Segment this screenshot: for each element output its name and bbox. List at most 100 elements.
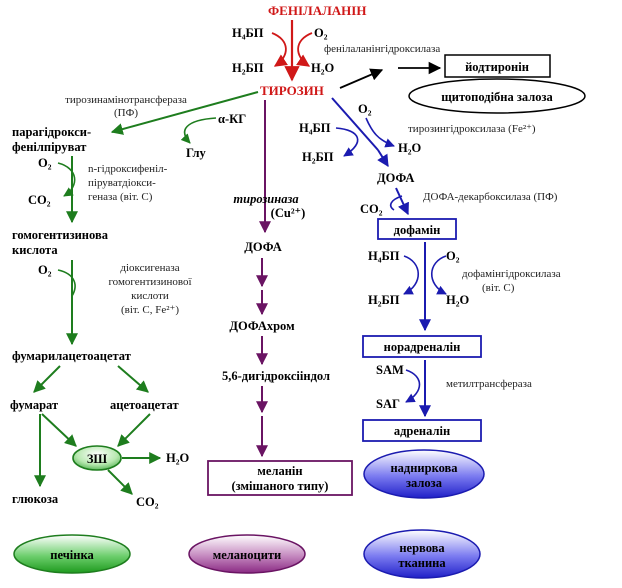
noradrenaline-label: норадреналін — [384, 340, 461, 354]
fumarylacetoacetate-label: фумарилацетоацетат — [12, 349, 131, 363]
dopamine-box — [377, 218, 457, 240]
melanocytes-oval — [188, 534, 306, 574]
phenylalanine-label: ФЕНІЛАЛАНІН — [268, 3, 366, 18]
to-iodothyronine-arrow — [339, 68, 384, 89]
adrenaline-label: адреналін — [394, 424, 450, 438]
right-co2: СО₂ — [360, 202, 383, 216]
dihydroxyindole-label: 5,6-дигідроксііндол — [222, 369, 330, 383]
glucose-label: глюкоза — [12, 492, 59, 506]
adrenal-oval — [363, 449, 485, 499]
right-co2-curve — [389, 195, 403, 211]
right-sam-curve — [405, 369, 421, 403]
right-sam: SAM — [376, 363, 404, 377]
adrenal-l2: залоза — [406, 476, 443, 490]
php-l2: фенілпіруват — [12, 140, 86, 154]
melanin-box — [207, 460, 353, 496]
dopamine-label: дофамін — [394, 223, 441, 237]
hga-l2: кислота — [12, 243, 58, 257]
melanocytes-label: меланоцити — [213, 548, 282, 562]
tyrosine-label: ТИРОЗИН — [260, 83, 324, 98]
hga-l1: гомогентизинова — [12, 228, 109, 242]
left-enzyme2-l3: геназа (віт. С) — [88, 191, 153, 203]
right-enzyme3-l2: (віт. С) — [482, 282, 515, 294]
left-o2b: О₂ — [38, 263, 52, 277]
tca-to-co2-arrow — [107, 469, 133, 495]
left-akg: α-КГ — [218, 112, 246, 126]
php-l1: парагідрокси- — [12, 125, 91, 139]
right-dopa: ДОФА — [377, 171, 414, 185]
top-h2bp: Н₂БП — [232, 61, 264, 75]
to-acetoacetate-arrow — [117, 365, 149, 393]
acetoacetate-to-tca-arrow — [117, 413, 151, 447]
right-enzyme3-l1: дофамінгідроксилаза — [462, 268, 561, 280]
left-enzyme3-l3: кислоти — [131, 290, 169, 302]
left-enzyme1-l2: (ПФ) — [114, 107, 138, 119]
right-h4bp: Н₄БП — [299, 121, 331, 135]
iodothyronine-box — [444, 54, 551, 78]
left-enzyme3-l1: діоксигеназа — [120, 262, 179, 274]
tca-label: ЗШ — [87, 452, 108, 466]
mid-dopa: ДОФА — [244, 240, 281, 254]
left-enzyme2-l1: n-гідроксифеніл- — [88, 163, 168, 175]
left-main-diag-arrow — [110, 91, 259, 135]
nervous-l1: нервова — [399, 541, 445, 555]
left-co2: СО₂ — [28, 193, 51, 207]
right-cofactor-curve-2 — [365, 117, 395, 148]
liver-oval — [13, 534, 131, 574]
left-glu: Глу — [186, 146, 207, 160]
to-fumarate-arrow — [33, 365, 61, 393]
liver-label: печінка — [50, 548, 94, 562]
left-o2b-curve — [57, 269, 76, 297]
left-enzyme3-l2: гомогентизинової — [108, 276, 192, 288]
melanin-l1: меланін — [257, 464, 302, 478]
tca-h2o: Н₂О — [166, 451, 189, 465]
dopachrome-label: ДОФАхром — [229, 319, 295, 333]
iodothyronine-label: йодтиронін — [465, 60, 529, 74]
thyroid-label: щитоподібна залоза — [441, 90, 553, 104]
top-o2: О₂ — [314, 26, 328, 40]
right-o2: О₂ — [358, 102, 372, 116]
nervous-oval — [363, 529, 481, 579]
right-enzyme2: ДОФА-декарбоксилаза (ПФ) — [423, 191, 558, 203]
right-h2bp2: Н₂БП — [368, 293, 400, 307]
acetoacetate-label: ацетоацетат — [110, 398, 179, 412]
right-h2bp: Н₂БП — [302, 150, 334, 164]
top-cofactor-curve-right — [296, 32, 313, 67]
right-h4bp2: Н₄БП — [368, 249, 400, 263]
tca-oval — [72, 445, 122, 471]
left-o2: О₂ — [38, 156, 52, 170]
right-arrow-2 — [395, 187, 409, 216]
right-enzyme4: метилтрансфераза — [446, 378, 532, 390]
fumarate-label: фумарат — [10, 398, 58, 412]
right-cofactor-curve-4 — [430, 255, 447, 295]
right-enzyme1: тирозингідроксилаза (Fe²⁺) — [408, 123, 536, 135]
top-enzyme: фенілаланінгідроксилаза — [324, 43, 440, 55]
top-h2o: Н₂О — [311, 61, 334, 75]
nervous-l2: тканина — [398, 556, 446, 570]
right-cofactor-curve-1 — [335, 127, 359, 157]
right-o2b: О₂ — [446, 249, 460, 263]
left-o2-curve — [57, 162, 76, 197]
right-cofactor-curve-3 — [403, 255, 420, 295]
left-enzyme1-l1: тирозинамінотрансфераза — [65, 94, 187, 106]
left-enzyme2-l2: піруватдіокси- — [88, 177, 156, 189]
right-h2o2: Н₂О — [446, 293, 469, 307]
top-cofactor-curve-left — [271, 32, 288, 67]
tca-co2: СО₂ — [136, 495, 159, 509]
right-sag: SAГ — [376, 397, 400, 411]
fumarate-to-tca-arrow — [41, 413, 77, 447]
left-enzyme3-l4: (віт. С, Fe²⁺) — [121, 304, 179, 316]
thyroid-oval — [408, 78, 586, 114]
cu-label: (Cu²⁺) — [271, 206, 306, 220]
left-akg-curve — [180, 117, 217, 144]
right-main-diag-arrow — [331, 97, 379, 151]
right-main-down-arrow — [377, 149, 389, 168]
tyrosinase-label: тирозиназа — [233, 192, 298, 206]
right-h2o: Н₂О — [398, 141, 421, 155]
noradrenaline-box — [362, 335, 482, 358]
adrenal-l1: надниркова — [390, 461, 458, 475]
melanin-l2: (змішаного типу) — [232, 479, 329, 493]
top-h4bp: Н₄БП — [232, 26, 264, 40]
